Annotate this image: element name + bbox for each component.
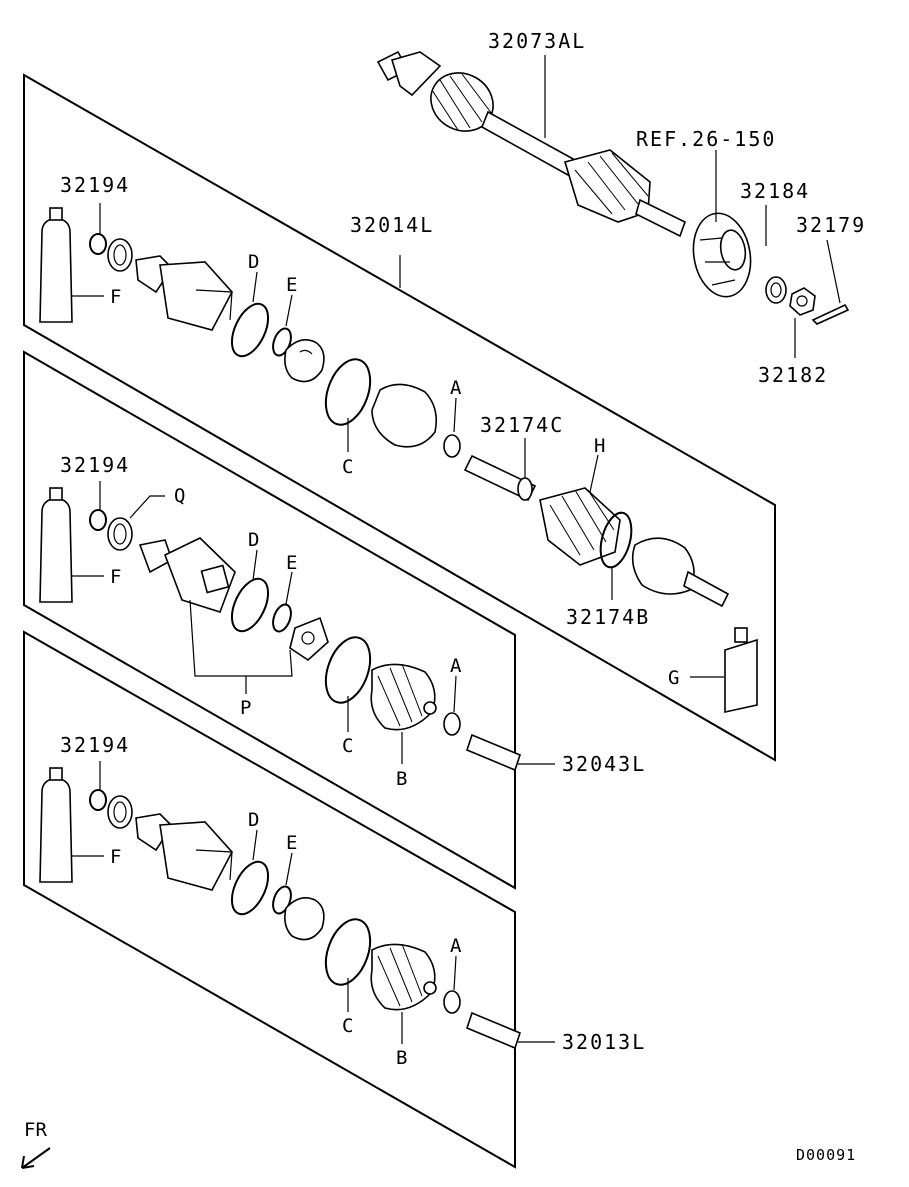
label-32184: 32184 bbox=[740, 179, 810, 203]
label-C-3: C bbox=[342, 1015, 353, 1037]
label-G: G bbox=[668, 667, 679, 689]
boot-band-32174B bbox=[599, 511, 633, 569]
label-E-1: E bbox=[286, 274, 297, 296]
grease-bottle-G bbox=[724, 627, 758, 713]
label-F-1: F bbox=[110, 286, 121, 308]
outer-joint bbox=[631, 537, 730, 608]
snap-ring-32194-1 bbox=[89, 233, 107, 255]
washer-32184 bbox=[765, 276, 787, 304]
boot-band-A-1 bbox=[443, 434, 461, 458]
label-ref: REF.26-150 bbox=[636, 127, 776, 151]
label-FR: FR bbox=[24, 1119, 47, 1141]
label-F-2: F bbox=[110, 566, 121, 588]
ring-Q bbox=[107, 517, 133, 551]
snap-ring-E-2 bbox=[272, 603, 292, 633]
grease-tube-F-2 bbox=[39, 487, 73, 603]
shaft-2 bbox=[466, 733, 521, 772]
snap-ring-E-1 bbox=[272, 327, 292, 357]
label-P: P bbox=[240, 697, 251, 719]
label-C-1: C bbox=[342, 456, 353, 478]
tripod-2 bbox=[289, 616, 329, 662]
label-32174B: 32174B bbox=[566, 605, 650, 629]
label-A-2: A bbox=[450, 655, 462, 677]
panel-32014L bbox=[23, 73, 776, 762]
boot-band-A-3 bbox=[443, 990, 461, 1014]
o-ring-D-2 bbox=[230, 577, 270, 633]
outer-boot-H bbox=[539, 487, 621, 566]
label-E-2: E bbox=[286, 552, 297, 574]
label-32013L: 32013L bbox=[562, 1030, 646, 1054]
shaft-3 bbox=[466, 1011, 521, 1050]
snap-ring-32194-2 bbox=[89, 509, 107, 531]
panel-32043L bbox=[23, 350, 516, 890]
panel-32013L bbox=[23, 630, 516, 1169]
front-arrow-icon bbox=[21, 1147, 51, 1169]
label-D-1: D bbox=[248, 251, 259, 273]
label-32014L: 32014L bbox=[350, 213, 434, 237]
nut-32182 bbox=[789, 287, 816, 316]
label-32174C: 32174C bbox=[480, 413, 564, 437]
grease-tube-F-3 bbox=[39, 767, 73, 883]
label-A-3: A bbox=[450, 935, 462, 957]
grease-tube-F-1 bbox=[39, 207, 73, 323]
boot-band-C-2 bbox=[324, 636, 372, 704]
cotter-pin-32179 bbox=[811, 303, 850, 325]
inner-joint-housing-1 bbox=[135, 255, 233, 331]
label-C-2: C bbox=[342, 735, 353, 757]
label-32194-2: 32194 bbox=[60, 453, 130, 477]
label-D-3: D bbox=[248, 809, 259, 831]
label-diagram-code: D00091 bbox=[796, 1146, 856, 1164]
label-32194-1: 32194 bbox=[60, 173, 130, 197]
inner-joint-housing-3 bbox=[135, 813, 233, 891]
tripod-3 bbox=[284, 897, 325, 941]
label-H: H bbox=[594, 435, 605, 457]
label-A-1: A bbox=[450, 377, 462, 399]
label-B-2: B bbox=[396, 1047, 407, 1069]
label-32182: 32182 bbox=[758, 363, 828, 387]
boot-B-1 bbox=[370, 663, 437, 731]
snap-ring-32194-3 bbox=[89, 789, 107, 811]
tripod-1 bbox=[284, 339, 325, 383]
o-ring-D-3 bbox=[230, 860, 270, 916]
label-F-3: F bbox=[110, 846, 121, 868]
boot-1 bbox=[371, 383, 438, 448]
label-32194-3: 32194 bbox=[60, 733, 130, 757]
label-E-3: E bbox=[286, 832, 297, 854]
o-ring-D-1 bbox=[230, 302, 270, 358]
label-32043L: 32043L bbox=[562, 752, 646, 776]
boot-band-C-1 bbox=[324, 358, 372, 426]
ring-1 bbox=[107, 238, 133, 272]
label-32179: 32179 bbox=[796, 213, 866, 237]
snap-ring-E-3 bbox=[272, 885, 292, 915]
boot-band-C-3 bbox=[324, 918, 372, 986]
boot-band-32174C bbox=[517, 477, 533, 501]
label-32073AL: 32073AL bbox=[488, 29, 586, 53]
drive-shaft-assembly-32073AL bbox=[376, 50, 752, 298]
label-Q: Q bbox=[174, 485, 185, 507]
ring-3 bbox=[107, 795, 133, 829]
label-B-1: B bbox=[396, 768, 407, 790]
boot-B-2 bbox=[370, 943, 437, 1011]
label-D-2: D bbox=[248, 529, 259, 551]
inner-joint-housing-2 bbox=[138, 537, 236, 613]
boot-band-A-2 bbox=[443, 712, 461, 736]
